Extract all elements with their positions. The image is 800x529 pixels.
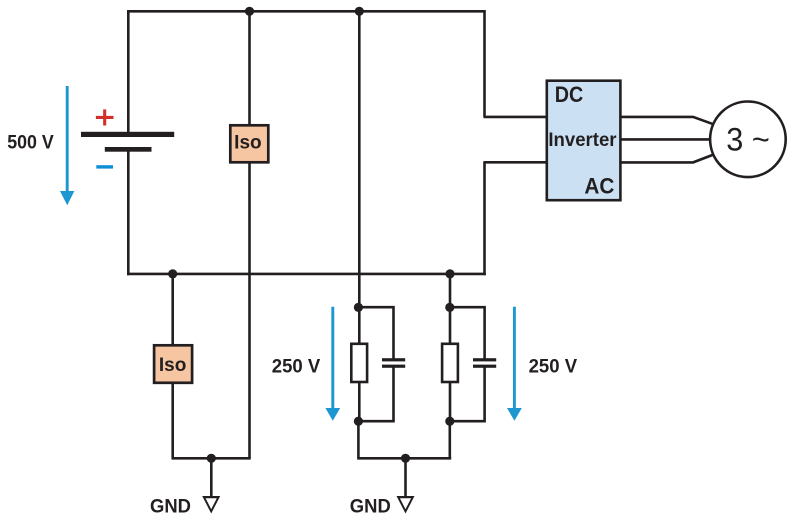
svg-text:DC: DC <box>555 82 584 107</box>
svg-text:Iso: Iso <box>159 355 186 376</box>
svg-text:GND: GND <box>150 496 191 518</box>
svg-text:250 V: 250 V <box>272 355 321 377</box>
svg-text:GND: GND <box>350 496 391 518</box>
svg-text:Inverter: Inverter <box>548 130 617 151</box>
svg-text:Iso: Iso <box>234 132 261 153</box>
svg-text:AC: AC <box>584 173 614 198</box>
svg-text:3 ~: 3 ~ <box>726 122 770 158</box>
svg-text:250 V: 250 V <box>529 355 578 377</box>
svg-text:500 V: 500 V <box>7 131 54 153</box>
